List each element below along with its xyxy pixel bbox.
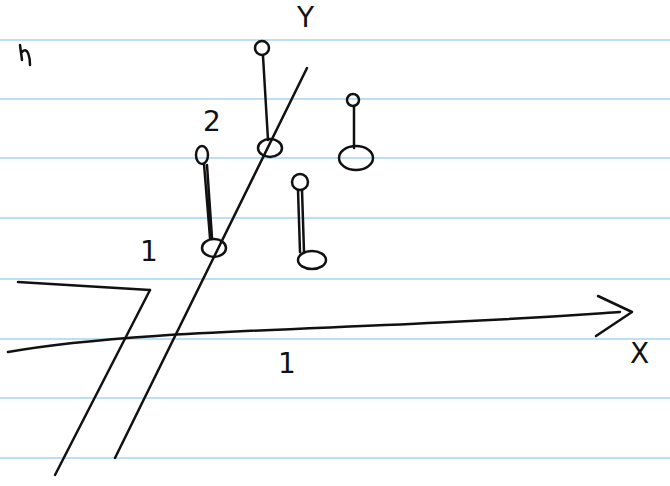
x-arrowhead <box>596 296 632 336</box>
axis-label: X <box>630 340 649 368</box>
x-axis <box>8 312 620 352</box>
callout-number: 1 <box>140 238 158 266</box>
callout-number: 1 <box>278 350 296 378</box>
y-axis <box>115 68 307 458</box>
stick-c <box>292 174 326 269</box>
tick-line <box>18 282 150 290</box>
stick-d <box>339 94 373 170</box>
edge-scribble <box>20 45 30 65</box>
ruled-lines <box>0 40 670 458</box>
stick-a <box>255 41 282 157</box>
offset-line <box>55 290 150 475</box>
axis-label: Y <box>297 4 314 32</box>
callout-number: 2 <box>203 108 221 136</box>
stick-b <box>196 146 226 257</box>
